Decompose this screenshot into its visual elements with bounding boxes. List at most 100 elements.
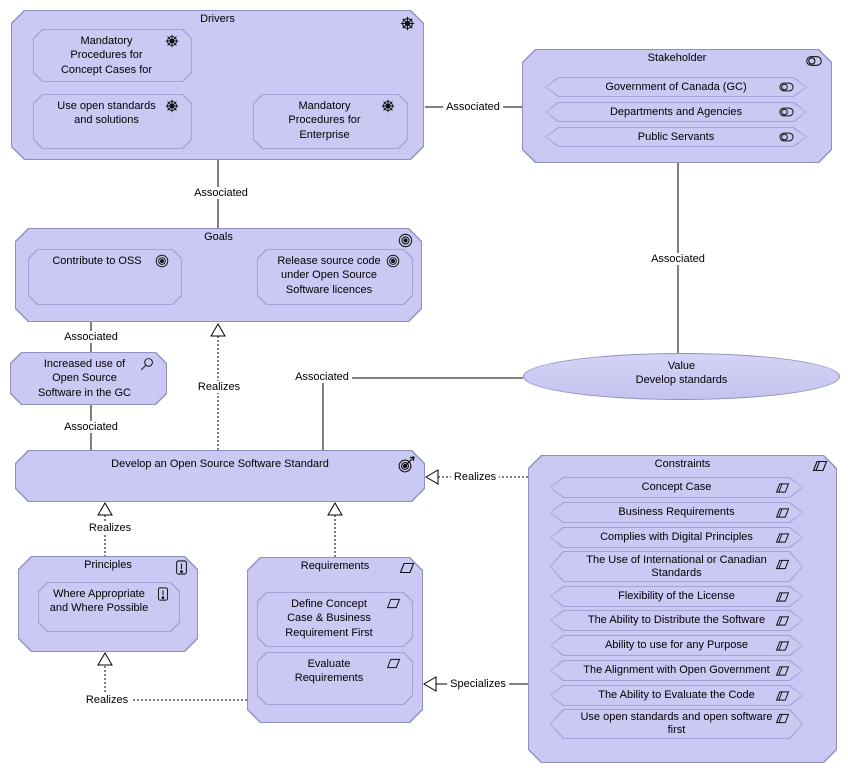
constraint-node[interactable]: Complies with Digital Principles	[550, 527, 803, 548]
relation-label-constraints-outcome: Realizes	[450, 471, 500, 483]
goal-icon	[386, 254, 400, 268]
stakeholder-node-gc[interactable]: Government of Canada (GC)	[545, 77, 807, 97]
constraint-label: Business Requirements	[618, 506, 735, 519]
constraint-label: Concept Case	[641, 481, 712, 494]
relation-label-drivers-stakeholder: Associated	[443, 101, 503, 113]
stakeholder-icon	[779, 108, 794, 117]
stakeholder-node-public-servants[interactable]: Public Servants	[545, 127, 807, 147]
assessment-label: Increased use of Open Source Software in…	[38, 358, 131, 399]
driver-label: Mandatory Procedures for Enterprise	[288, 100, 361, 141]
goal-node-release-source[interactable]: Release source code under Open Source So…	[257, 249, 413, 305]
outcome-label: Develop an Open Source Software Standard	[111, 458, 329, 470]
relation-label-drivers-goals: Associated	[191, 187, 251, 199]
constraint-node[interactable]: Concept Case	[550, 477, 803, 498]
relation-label-outcome-goals: Realizes	[194, 381, 244, 393]
specialization-arrowhead	[423, 676, 437, 692]
constraint-node[interactable]: Flexibility of the License	[550, 586, 803, 607]
goals-title: Goals	[204, 231, 233, 243]
constraint-icon	[775, 640, 790, 651]
requirement-icon	[386, 658, 401, 669]
driver-label: Mandatory Procedures for Concept Cases f…	[60, 35, 153, 76]
constraint-label: The Use of International or Canadian Sta…	[586, 553, 767, 579]
stakeholder-group[interactable]: Stakeholder Government of Canada (GC) De…	[522, 49, 832, 163]
relation-label-assessment-outcome: Associated	[61, 421, 121, 433]
constraint-node[interactable]: The Alignment with Open Government	[550, 660, 803, 681]
stakeholder-title: Stakeholder	[647, 52, 707, 64]
constraint-node[interactable]: Ability to use for any Purpose	[550, 635, 803, 656]
driver-node-open-standards[interactable]: Use open standards and solutions	[33, 94, 192, 149]
realization-arrowhead	[327, 502, 343, 516]
constraint-label: The Ability to Evaluate the Code	[598, 689, 755, 702]
realization-arrowhead	[210, 323, 226, 337]
requirements-group[interactable]: Requirements Define Concept Case & Busin…	[247, 557, 423, 723]
goals-group[interactable]: Goals Contribute to OSS Release source c…	[15, 228, 422, 322]
drivers-group[interactable]: Drivers Mandatory Procedures for Concept…	[11, 10, 424, 160]
constraint-node[interactable]: The Use of International or Canadian Sta…	[550, 551, 803, 582]
constraint-icon	[775, 713, 790, 724]
principles-title: Principles	[84, 559, 132, 571]
constraints-title: Constraints	[654, 458, 711, 470]
driver-node-enterprise[interactable]: Mandatory Procedures for Enterprise	[253, 94, 408, 149]
driver-icon	[400, 16, 415, 31]
constraint-icon	[775, 559, 790, 570]
constraints-group[interactable]: Constraints Concept Case Business Requir…	[528, 455, 837, 763]
constraint-node[interactable]: The Ability to Evaluate the Code	[550, 685, 803, 706]
stakeholder-icon	[779, 83, 794, 92]
requirements-title: Requirements	[300, 560, 370, 572]
principle-node-where-appropriate[interactable]: Where Appropriate and Where Possible	[38, 582, 180, 632]
outcome-icon	[398, 455, 416, 473]
principles-group[interactable]: Principles Where Appropriate and Where P…	[18, 556, 198, 652]
constraint-icon	[775, 532, 790, 543]
drivers-title: Drivers	[200, 13, 235, 25]
stakeholder-label: Departments and Agencies	[609, 105, 743, 118]
stakeholder-label: Public Servants	[637, 130, 715, 143]
principle-icon	[156, 587, 170, 601]
constraint-label: The Alignment with Open Government	[583, 664, 770, 677]
assessment-node[interactable]: Increased use of Open Source Software in…	[10, 352, 167, 405]
value-title: Value	[667, 360, 696, 372]
stakeholder-label: Government of Canada (GC)	[605, 80, 747, 93]
constraint-node[interactable]: Use open standards and open software fir…	[550, 709, 803, 739]
constraint-node[interactable]: The Ability to Distribute the Software	[550, 610, 803, 631]
requirement-node-evaluate[interactable]: Evaluate Requirements	[257, 652, 413, 705]
relation-label-constraints-requirements: Specializes	[447, 678, 509, 690]
realization-arrowhead	[425, 469, 439, 485]
relation-label-goals-assessment: Associated	[61, 331, 121, 343]
value-node[interactable]: Value Develop standards	[523, 353, 840, 400]
constraint-label: The Ability to Distribute the Software	[587, 614, 766, 627]
constraint-label: Ability to use for any Purpose	[604, 639, 749, 652]
requirement-icon	[386, 598, 401, 609]
goal-icon	[398, 233, 413, 248]
stakeholder-node-departments[interactable]: Departments and Agencies	[545, 102, 807, 122]
constraint-icon	[775, 615, 790, 626]
stakeholder-icon	[779, 133, 794, 142]
requirement-icon	[399, 562, 415, 574]
goal-node-contribute[interactable]: Contribute to OSS	[28, 249, 182, 305]
realization-arrowhead	[97, 502, 113, 516]
requirement-node-define-concept[interactable]: Define Concept Case & Business Requireme…	[257, 592, 413, 647]
goal-icon	[155, 254, 169, 268]
principle-label: Where Appropriate and Where Possible	[49, 588, 149, 615]
goal-label: Contribute to OSS	[52, 255, 142, 267]
relation-label-stakeholder-value: Associated	[648, 253, 708, 265]
driver-node-concept-cases[interactable]: Mandatory Procedures for Concept Cases f…	[33, 29, 192, 82]
constraint-icon	[775, 690, 790, 701]
driver-icon	[165, 99, 179, 113]
association-value-outcome	[322, 377, 523, 450]
constraint-icon	[775, 591, 790, 602]
constraint-icon	[775, 482, 790, 493]
outcome-node[interactable]: Develop an Open Source Software Standard	[15, 450, 425, 502]
principle-icon	[174, 560, 189, 575]
constraint-node[interactable]: Business Requirements	[550, 502, 803, 523]
driver-icon	[165, 34, 179, 48]
magnifier-icon	[140, 357, 154, 371]
value-subtitle: Develop standards	[635, 374, 728, 387]
driver-label: Use open standards and solutions	[57, 100, 156, 127]
realization-arrowhead	[97, 652, 113, 666]
requirement-label: Evaluate Requirements	[294, 658, 364, 685]
constraint-label: Use open standards and open software fir…	[580, 711, 773, 736]
constraint-icon	[775, 665, 790, 676]
relation-label-value-outcome: Associated	[292, 371, 352, 383]
constraint-label: Flexibility of the License	[618, 590, 735, 603]
stakeholder-icon	[806, 56, 822, 66]
